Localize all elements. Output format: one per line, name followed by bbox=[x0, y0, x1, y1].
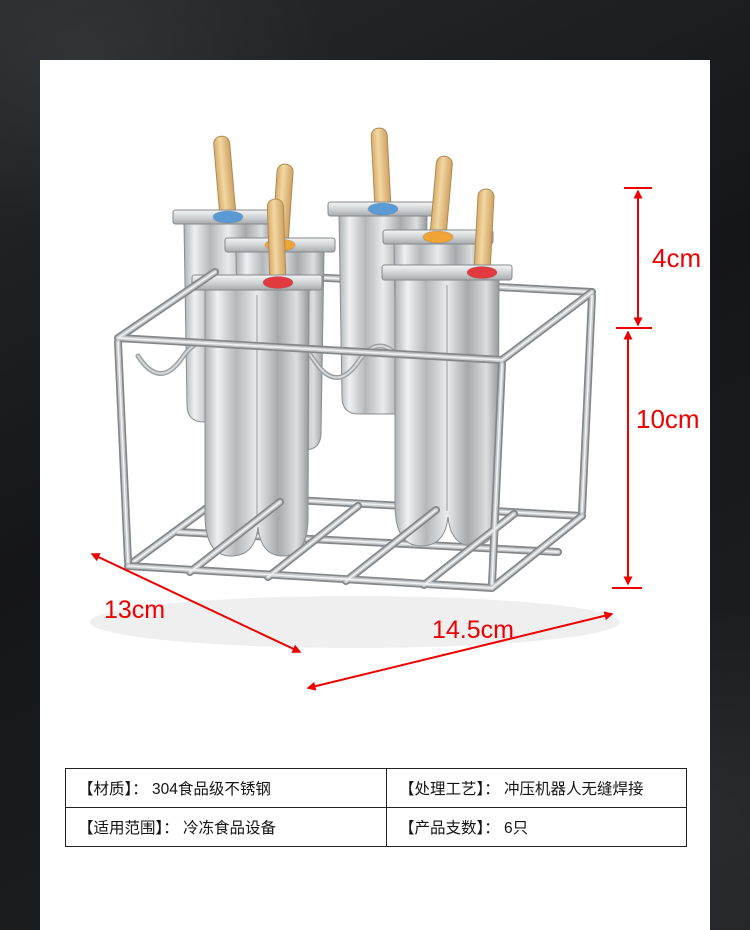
popsicle-stick bbox=[473, 188, 495, 278]
dimension-label-14.5cm: 14.5cm bbox=[432, 616, 514, 644]
spec-cell-scope: 【适用范围】： 冷冻食品设备 bbox=[65, 807, 387, 847]
popsicle-stick bbox=[370, 127, 392, 213]
floor-shadow bbox=[90, 596, 620, 648]
mold-front-2 bbox=[381, 188, 513, 547]
silicone-ring bbox=[466, 266, 498, 279]
product-photo: 4cm 10cm 13cm 14.5cm bbox=[90, 127, 701, 691]
spec-row-2: 【适用范围】： 冷冻食品设备 【产品支数】： 6只 bbox=[65, 807, 687, 847]
stick-wood bbox=[213, 135, 237, 221]
spec-cell-process: 【处理工艺】： 冲压机器人无缝焊接 bbox=[386, 768, 687, 808]
stick-wood bbox=[370, 127, 392, 213]
stick-wood bbox=[473, 188, 495, 278]
dimension-line-14.5cm bbox=[306, 611, 614, 691]
spec-cell-count: 【产品支数】： 6只 bbox=[386, 807, 687, 847]
mold-front-1 bbox=[191, 198, 323, 557]
silicone-ring bbox=[262, 276, 294, 289]
silicone-ring bbox=[212, 210, 244, 224]
dimension-line-13cm bbox=[90, 553, 302, 653]
dimension-label-13cm: 13cm bbox=[104, 596, 165, 624]
dimension-annotations: 4cm 10cm 13cm 14.5cm bbox=[90, 187, 701, 691]
stick-wood bbox=[429, 155, 453, 241]
spec-table: 【材质】： 304食品级不锈钢 【处理工艺】： 冲压机器人无缝焊接 【适用范围】… bbox=[65, 768, 687, 847]
popsicle-stick bbox=[266, 198, 287, 288]
dimension-label-4cm: 4cm bbox=[652, 243, 701, 273]
spec-cell-material: 【材质】： 304食品级不锈钢 bbox=[65, 768, 387, 808]
product-panel: 4cm 10cm 13cm 14.5cm 【材质】： 304食品级不锈钢 【处理… bbox=[40, 60, 710, 930]
silicone-ring bbox=[422, 230, 454, 244]
stick-wood bbox=[266, 198, 287, 288]
dimension-label-10cm: 10cm bbox=[636, 404, 700, 434]
popsicle-stick bbox=[213, 135, 237, 221]
spec-row-1: 【材质】： 304食品级不锈钢 【处理工艺】： 冲压机器人无缝焊接 bbox=[65, 768, 687, 808]
silicone-ring bbox=[367, 202, 399, 216]
popsicle-stick bbox=[429, 155, 453, 241]
